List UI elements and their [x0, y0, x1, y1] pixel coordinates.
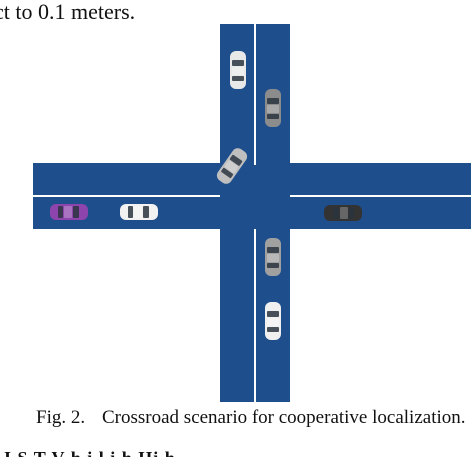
car-west-white-icon	[120, 204, 158, 220]
car-west-purple-icon	[50, 204, 88, 220]
car-north-right-icon	[265, 89, 281, 127]
following-heading-fragment: I S T V h i l i h Hi h	[4, 448, 176, 468]
preceding-text: ct to 0.1 meters.	[0, 0, 136, 24]
car-south-upper-icon	[265, 238, 281, 276]
car-south-lower-icon	[265, 302, 281, 340]
car-north-upper-icon	[230, 51, 246, 89]
car-east-black-icon	[324, 205, 362, 221]
caption-label: Fig. 2.	[36, 407, 86, 428]
caption-text: Crossroad scenario for cooperative local…	[102, 407, 466, 428]
